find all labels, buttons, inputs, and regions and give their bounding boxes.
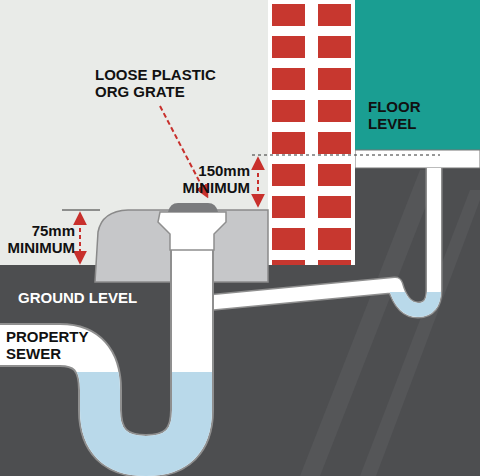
trap-water <box>395 292 434 310</box>
brick-wall <box>268 0 355 265</box>
sewer-pipe <box>0 222 192 456</box>
dimension-75 <box>79 214 81 262</box>
gully-water <box>0 372 192 456</box>
floor-interior <box>355 0 480 150</box>
pipe-label: PROPERTY SEWER <box>6 328 94 362</box>
callout-label: LOOSE PLASTIC ORG GRATE <box>95 66 220 100</box>
dimension-label: 150mm MINIMUM <box>160 162 250 196</box>
org-grate <box>168 203 218 212</box>
gully-head <box>158 212 226 250</box>
dimension-150 <box>257 159 259 205</box>
level-label: GROUND LEVEL <box>18 289 188 306</box>
level-label: FLOOR LEVEL <box>368 98 468 132</box>
floor-slab <box>355 150 480 168</box>
dimension-label: 75mm MINIMUM <box>3 222 75 256</box>
